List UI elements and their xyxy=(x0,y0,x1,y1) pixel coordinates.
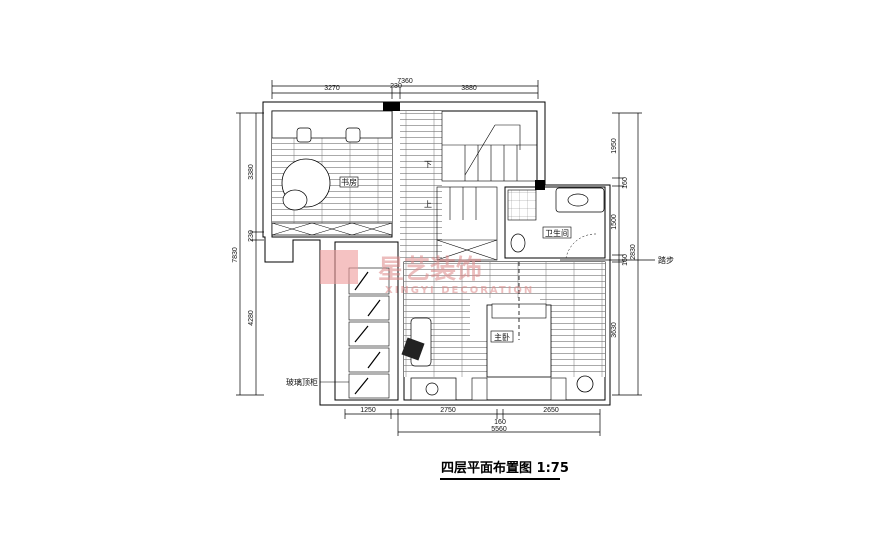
dim-right-e: 3630 xyxy=(611,322,618,338)
toilet-icon xyxy=(510,233,526,253)
corridor-floor xyxy=(400,111,442,261)
watermark-cn: 星艺装饰 xyxy=(378,255,482,285)
label-glass-cabinet: 玻璃顶柜 xyxy=(286,377,318,387)
dimensions-left xyxy=(236,112,264,396)
door-swing xyxy=(565,233,597,259)
nightstand xyxy=(471,377,488,401)
dim-left-bottom: 4280 xyxy=(248,310,255,326)
dim-bottom-total: 5560 xyxy=(491,426,507,433)
chair-icon xyxy=(296,127,312,143)
label-step: 踏步 xyxy=(658,255,674,265)
dimensions-right xyxy=(560,112,655,396)
dim-right-c: 1500 xyxy=(611,214,618,230)
cabinet-cross xyxy=(271,222,393,236)
stair-label-down: 下 xyxy=(424,160,432,169)
dim-left-top: 3380 xyxy=(248,164,255,180)
dim-right-a: 1950 xyxy=(611,138,618,154)
dim-right-total: 2830 xyxy=(630,244,637,260)
tv-cabinet xyxy=(410,377,457,401)
column xyxy=(383,102,400,111)
dim-bottom-a: 1250 xyxy=(360,407,376,414)
drawing-title: 四层平面布置图 1:75 xyxy=(441,460,569,476)
dim-top-mid: 230 xyxy=(390,83,402,90)
watermark-en: XINGYI DECORATION xyxy=(385,285,534,296)
dim-top-total: 7360 xyxy=(397,78,413,85)
chair-icon xyxy=(345,127,361,143)
lounge-chair-icon xyxy=(282,189,308,211)
dim-right-d: 160 xyxy=(622,254,629,266)
room-label-master-bedroom: 主卧 xyxy=(494,332,510,342)
plant-icon xyxy=(425,382,439,396)
dim-top-right: 3880 xyxy=(461,85,477,92)
dim-bottom-d: 2650 xyxy=(543,407,559,414)
dimensions-bottom xyxy=(344,409,601,436)
plant-icon xyxy=(576,375,594,393)
room-label-bathroom: 卫生间 xyxy=(545,228,569,238)
stair-label-up: 上 xyxy=(424,200,432,209)
dim-left-total: 7830 xyxy=(232,247,239,263)
dim-bottom-b: 2750 xyxy=(440,407,456,414)
dim-right-b: 160 xyxy=(622,177,629,189)
nightstand xyxy=(550,377,567,401)
washbasin-icon xyxy=(567,193,589,207)
staircase xyxy=(436,110,538,261)
cushion-icon xyxy=(401,337,425,361)
room-label-study: 书房 xyxy=(341,177,357,187)
column xyxy=(535,180,545,190)
shower-area xyxy=(507,189,537,221)
study-desk xyxy=(271,110,393,139)
watermark-logo: 星艺装饰 XINGYI DECORATION xyxy=(320,250,534,296)
dim-bottom-c: 160 xyxy=(494,419,506,426)
dimensions-top xyxy=(271,80,539,99)
glass-cabinet xyxy=(348,267,390,399)
dim-left-mid: 230 xyxy=(248,230,255,242)
dim-top-left: 3270 xyxy=(324,85,340,92)
